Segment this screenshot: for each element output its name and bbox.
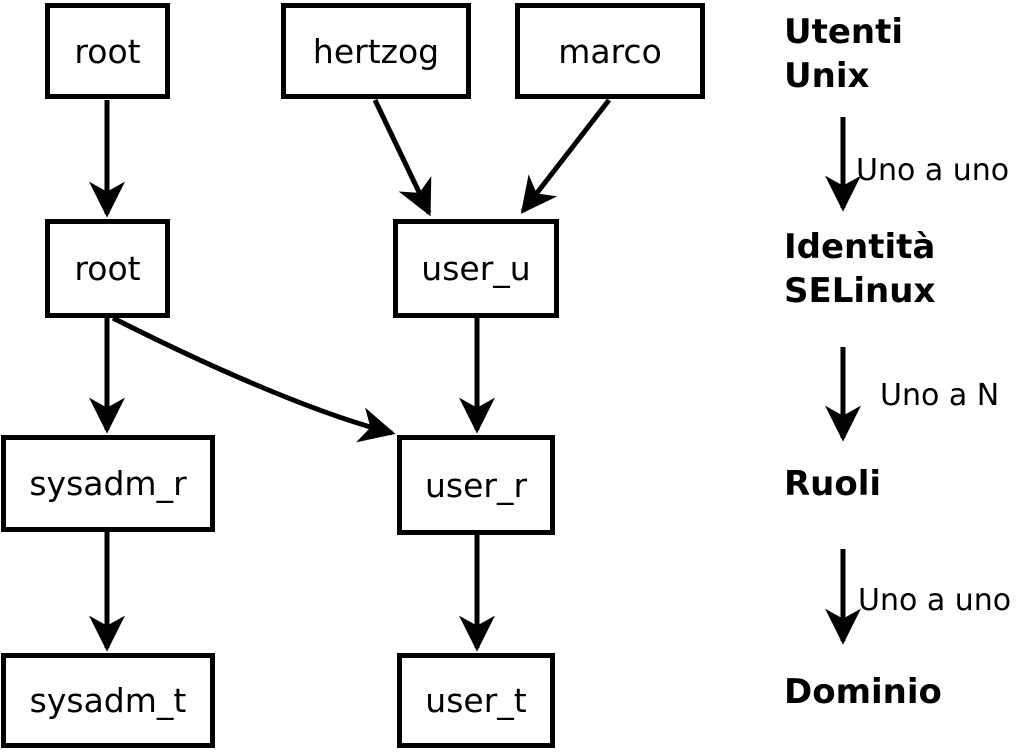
legend-caption-uno-a-n: Uno a N <box>880 378 1000 413</box>
legend-level-utenti-unix: Utenti Unix <box>784 12 904 96</box>
node-selinux-identity-root: root <box>45 219 170 318</box>
legend-level-dominio: Dominio <box>784 672 942 712</box>
legend-caption-uno-a-uno-2: Uno a uno <box>858 583 1012 618</box>
node-domain-user_t: user_t <box>397 653 555 748</box>
node-unix-user-hertzog: hertzog <box>281 3 471 99</box>
legend-level-identita-selinux: Identità SELinux <box>784 227 936 311</box>
node-unix-user-marco: marco <box>515 3 705 99</box>
node-domain-sysadm_t: sysadm_t <box>1 653 215 748</box>
arrow-hertzog-to-user_u <box>372 98 432 217</box>
arrow-marco-to-user_u <box>520 98 611 214</box>
node-role-user_r: user_r <box>397 435 555 535</box>
node-unix-user-root: root <box>45 3 170 99</box>
arrow-root-to-user_r <box>111 315 396 443</box>
node-role-sysadm_r: sysadm_r <box>1 435 215 532</box>
node-selinux-identity-user_u: user_u <box>393 219 559 318</box>
legend-caption-uno-a-uno-1: Uno a uno <box>856 153 1010 188</box>
legend-level-ruoli: Ruoli <box>784 464 882 504</box>
